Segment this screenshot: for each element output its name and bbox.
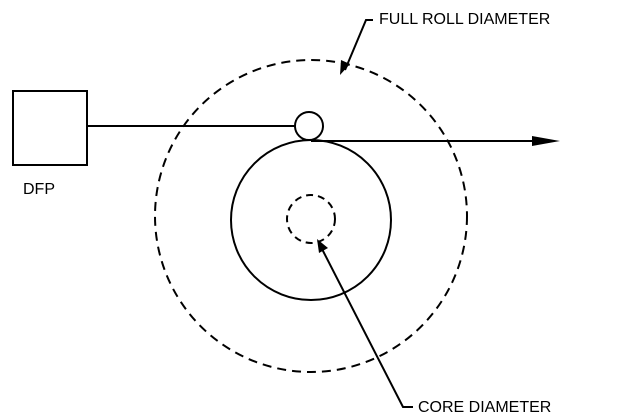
core-leader: [320, 246, 413, 408]
dfp-label: DFP: [23, 181, 55, 198]
full-roll-diameter-label: FULL ROLL DIAMETER: [379, 11, 551, 28]
core-leader-arrowhead: [317, 239, 328, 253]
sensor-roller-circle: [294, 111, 324, 141]
full-roll-leader: [344, 19, 373, 71]
full-roll-leader-arrowhead: [340, 60, 350, 75]
roll-circle: [230, 139, 392, 301]
web-arrowhead: [532, 136, 560, 146]
core-diameter-label: CORE DIAMETER: [418, 399, 552, 416]
dfp-box: [12, 90, 88, 166]
full-roll-circle: [154, 59, 468, 373]
core-circle: [286, 194, 336, 244]
